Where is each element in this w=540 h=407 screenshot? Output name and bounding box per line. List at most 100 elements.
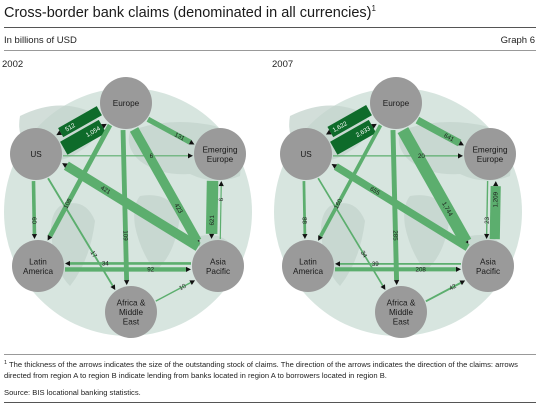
flow-value-label: 108 (63, 197, 74, 210)
arrowhead-us-to-emerging_europe (458, 153, 463, 159)
flow-asia_pacific-to-emerging_europe (489, 186, 501, 240)
arrowhead-africa_middle_east-to-asia_pacific (459, 280, 466, 286)
node-africa_middle_east (105, 286, 157, 338)
flow-africa_middle_east-to-asia_pacific (425, 282, 462, 303)
node-label-latin_america: America (23, 267, 53, 276)
flow-europe-to-africa_middle_east (120, 130, 130, 281)
flow-value-label: 655 (369, 185, 382, 197)
node-label-us: US (300, 150, 312, 159)
flow-value-label: 20 (418, 153, 425, 160)
arrowhead-us-to-europe (371, 123, 377, 129)
panel-year-2002: 2002 (2, 59, 24, 70)
chart-title-text: Cross-border bank claims (denominated in… (4, 5, 372, 21)
flow-us-to-africa_middle_east (47, 177, 114, 287)
node-label-africa_middle_east: Middle (119, 308, 144, 317)
flow-europe-to-asia_pacific (397, 127, 472, 245)
flow-emerging_europe-to-asia_pacific (205, 180, 219, 234)
flows-2002 (31, 106, 224, 302)
flow-value-label: 17 (89, 250, 99, 260)
node-africa_middle_east (375, 286, 427, 338)
flow-us-to-europe (60, 119, 107, 155)
flow-value-label: 621 (209, 215, 216, 226)
node-label-asia_pacific: Asia (480, 257, 496, 266)
flow-us-to-europe (330, 119, 377, 155)
header-rule (4, 27, 536, 28)
node-label-asia_pacific: Asia (210, 257, 226, 266)
arrowhead-asia_pacific-to-latin_america (335, 261, 340, 267)
flow-asia_pacific-to-us (63, 161, 201, 251)
arrowhead-europe-to-africa_middle_east (393, 280, 400, 286)
title-footnote-marker: 1 (371, 4, 376, 13)
flow-value-label: 6 (150, 153, 154, 160)
node-label-asia_pacific: Pacific (206, 267, 230, 276)
flow-europe-to-asia_pacific (129, 127, 202, 244)
node-label-africa_middle_east: East (123, 318, 140, 327)
arrowhead-us-to-africa_middle_east (110, 284, 116, 290)
node-label-africa_middle_east: Africa & (117, 299, 146, 308)
flow-asia_pacific-to-emerging_europe (219, 186, 222, 240)
flow-value-label: 39 (372, 261, 379, 268)
arrowhead-europe-to-latin_america (47, 234, 53, 241)
flow-value-label: 34 (359, 250, 369, 260)
region-nodes-2002: EuropeUSEmergingEuropeLatinAmericaAsiaPa… (10, 77, 246, 338)
arrowhead-us-to-emerging_europe (188, 153, 193, 159)
node-emerging_europe (194, 128, 246, 180)
flow-europe-to-emerging_europe (415, 116, 462, 147)
flows-2007 (302, 105, 501, 303)
node-label-africa_middle_east: Africa & (387, 299, 416, 308)
units-subtitle: In billions of USD (4, 35, 77, 46)
arrowhead-emerging_europe-to-asia_pacific (209, 233, 215, 239)
node-emerging_europe (464, 128, 516, 180)
node-label-africa_middle_east: Middle (389, 308, 414, 317)
flow-value-label: 1,209 (492, 191, 499, 207)
flow-value-label: 512 (64, 122, 77, 133)
flow-emerging_europe-to-asia_pacific (485, 180, 489, 234)
flow-value-label: 23 (484, 216, 491, 224)
node-us (280, 128, 332, 180)
arrowhead-europe-to-latin_america (318, 235, 323, 241)
node-latin_america (12, 240, 64, 292)
flow-europe-to-latin_america (318, 124, 383, 238)
source-note: Source: BIS locational banking statistic… (4, 388, 141, 397)
flow-value-label: 60 (30, 217, 37, 225)
arrowhead-europe-to-emerging_europe (458, 140, 464, 146)
footnote-marker: 1 (4, 360, 8, 366)
arrowhead-us-to-africa_middle_east (380, 284, 386, 290)
subheader-rule (4, 50, 536, 51)
arrowhead-asia_pacific-to-us (62, 163, 68, 168)
arrowhead-europe-to-us (325, 129, 332, 135)
arrowhead-asia_pacific-to-emerging_europe (493, 181, 499, 187)
node-label-europe: Europe (383, 99, 410, 108)
arrowhead-asia_pacific-to-us (331, 163, 338, 169)
node-label-emerging_europe: Europe (207, 155, 234, 164)
flow-value-label: 641 (443, 132, 456, 143)
flow-europe-to-emerging_europe (146, 116, 192, 145)
flow-asia_pacific-to-us (333, 163, 470, 251)
flow-value-label: 10 (178, 282, 188, 292)
node-label-latin_america: Latin (29, 257, 47, 266)
arrowhead-us-to-latin_america (31, 234, 38, 240)
flow-value-label: 6 (218, 197, 225, 201)
arrowhead-europe-to-us (56, 130, 62, 136)
arrowhead-europe-to-africa_middle_east (124, 280, 130, 286)
flow-value-label: 423 (173, 202, 184, 215)
flow-value-label: 131 (173, 131, 186, 142)
node-label-emerging_europe: Emerging (472, 145, 507, 154)
arrowhead-africa_middle_east-to-asia_pacific (189, 280, 196, 285)
bottom-rule (4, 402, 536, 403)
node-us (10, 128, 62, 180)
graph-number: Graph 6 (500, 35, 535, 46)
footer-rule (4, 354, 536, 355)
node-label-us: US (30, 150, 42, 159)
arrowhead-us-to-europe (101, 123, 107, 129)
footnote-text: The thickness of the arrows indicates th… (4, 360, 518, 380)
node-label-europe: Europe (113, 99, 140, 108)
flow-value-label: 109 (121, 230, 128, 241)
node-asia_pacific (462, 240, 514, 292)
flow-value-label: 285 (391, 230, 398, 241)
flow-us-to-latin_america (302, 181, 307, 235)
arrowhead-latin_america-to-asia_pacific (456, 266, 461, 272)
